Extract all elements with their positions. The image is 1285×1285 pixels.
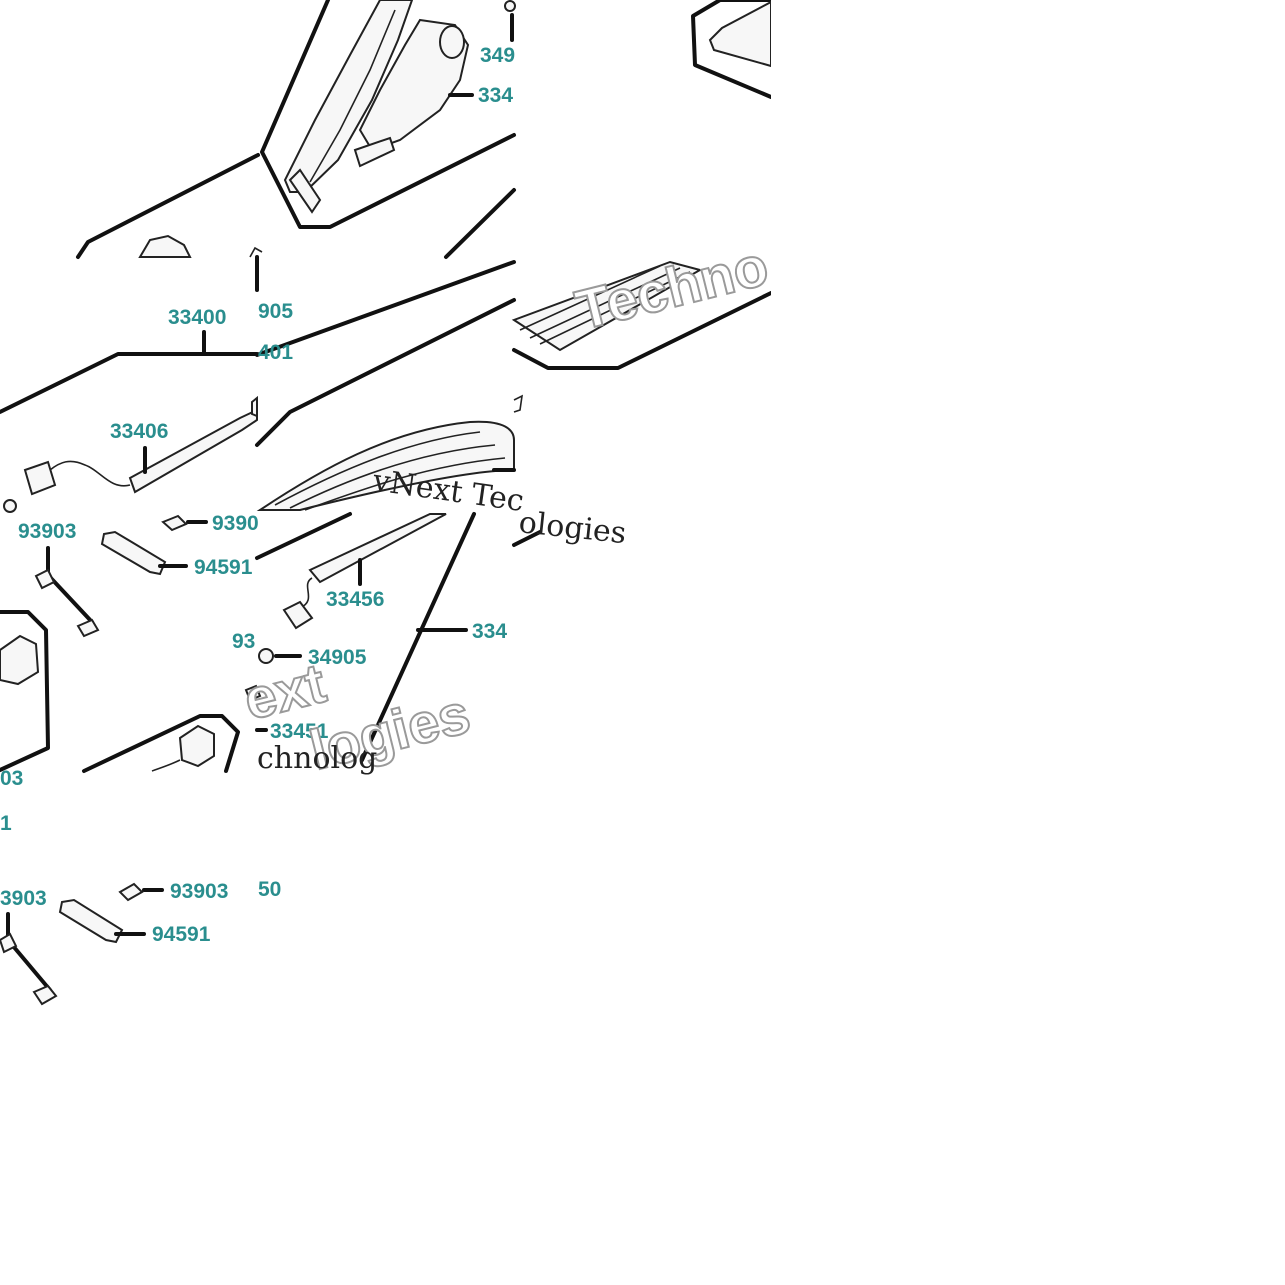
harness-frame-line — [0, 352, 259, 414]
lens-clip-part — [288, 168, 322, 214]
rear-bulb-34905 — [258, 648, 274, 664]
reflector-94591-b — [58, 898, 124, 944]
callout-x50: 50 — [258, 878, 281, 901]
reflector-94591-a — [100, 530, 167, 576]
rear-lens-line-2 — [289, 444, 496, 509]
tile-top-right — [691, 0, 773, 99]
rear-bulb-socket — [282, 600, 314, 630]
harness-wire — [49, 460, 131, 487]
leader-line-diagonal — [444, 188, 516, 259]
callout-x03: 03 — [0, 767, 23, 790]
screw-x903-2 — [32, 984, 58, 1006]
tile-center: vNext Tec 905 401 9390 — [212, 260, 526, 535]
connector-part-left — [0, 634, 40, 686]
leader-93903-a-branch — [46, 573, 94, 624]
rear-lamp-lens-part — [256, 420, 515, 511]
tile-lower-left: 93903 94591 — [0, 520, 253, 773]
lamp-lens-part — [283, 0, 414, 193]
rear-lens-edge-part — [511, 260, 703, 352]
bulb-socket-harness-part — [23, 460, 57, 496]
screw-fragment — [249, 246, 263, 258]
rear-frame-line-lower — [512, 291, 773, 370]
rear-lens-stripe-2 — [529, 267, 681, 339]
connector-part-right — [178, 724, 215, 768]
assembly-frame-line — [76, 153, 260, 259]
bulb-part — [3, 499, 17, 513]
screw-93903-a-1 — [34, 568, 56, 590]
watermark-chnolog: chnolog — [257, 741, 377, 776]
callout-93x: 93 — [232, 630, 255, 653]
lens-edge-line — [309, 9, 396, 183]
rear-harness-sleeve — [308, 513, 447, 584]
center-frame-line-lower — [255, 298, 516, 447]
callout-33456: 33456 — [326, 588, 384, 611]
rear-lamp-frame-line — [691, 0, 773, 99]
callout-x905: 905 — [258, 300, 293, 323]
blank-area-bottom — [257, 1028, 1285, 1285]
callout-93903-b: 93903 — [170, 880, 228, 903]
lamp-frame-line — [260, 0, 516, 229]
small-screw-part — [504, 0, 516, 12]
bulb-socket-part — [439, 25, 465, 59]
watermark-techno-top: Techno — [570, 233, 774, 341]
callout-9390x: 9390 — [212, 512, 259, 535]
center-frame-line-upper — [255, 260, 516, 357]
harness-frame-line-rear — [255, 512, 352, 560]
watermark-ologies-serif: ologies — [517, 505, 628, 551]
rear-lens-part — [708, 0, 772, 68]
callout-94591-a: 94591 — [194, 556, 253, 579]
rear-lens-line-3 — [304, 457, 506, 511]
rear-lens-line-1 — [274, 431, 481, 506]
callout-33406: 33406 — [110, 420, 168, 443]
screw-33451-part — [244, 684, 262, 702]
connector-frame-left — [0, 610, 50, 772]
screw-x903-1 — [0, 932, 18, 954]
callout-3340x-top: 334 — [478, 84, 513, 107]
tile-lower-right: ologies — [512, 505, 628, 551]
callout-x903: 3903 — [0, 887, 47, 910]
callout-94591-b: 94591 — [152, 923, 211, 946]
tile-top-left — [76, 153, 263, 259]
assembly-leader-line — [360, 512, 476, 762]
harness-sleeve-part — [128, 408, 258, 494]
callout-93903-a: 93903 — [18, 520, 76, 543]
callout-3348x: 334 — [472, 620, 507, 643]
frame-fragment — [512, 530, 542, 547]
harness-end-part — [251, 395, 258, 418]
callout-3490x: 349 — [480, 44, 515, 67]
leader-x903-branch — [6, 938, 52, 992]
tile-lower-center: 334 33456 93 34905 33451 ext logies chno… — [232, 512, 507, 783]
tile-mid-right: Techno — [511, 232, 775, 413]
callout-33400: 33400 — [168, 306, 226, 329]
rear-lens-stripe-3 — [539, 271, 691, 345]
rear-lens-stripe-1 — [519, 265, 661, 331]
clip-fragment — [513, 394, 524, 413]
screw-9390x-part — [161, 514, 188, 532]
lamp-bracket-part — [138, 234, 192, 258]
tile-mid-left: 33400 33406 — [0, 255, 259, 532]
connector-wire — [151, 759, 181, 772]
screw-93903-a-2 — [76, 618, 100, 638]
tile-bottom-left: 03 1 3903 93903 50 94591 — [0, 767, 281, 1006]
screw-93903-b-part — [118, 882, 144, 902]
callout-x401: 401 — [258, 341, 293, 364]
callout-33451: 33451 — [270, 720, 329, 743]
connector-frame-right — [82, 714, 240, 773]
callout-x1: 1 — [0, 812, 12, 835]
tile-top-middle: 349 334 — [260, 0, 516, 259]
callout-34905: 34905 — [308, 646, 367, 669]
housing-mount-part — [353, 136, 396, 168]
